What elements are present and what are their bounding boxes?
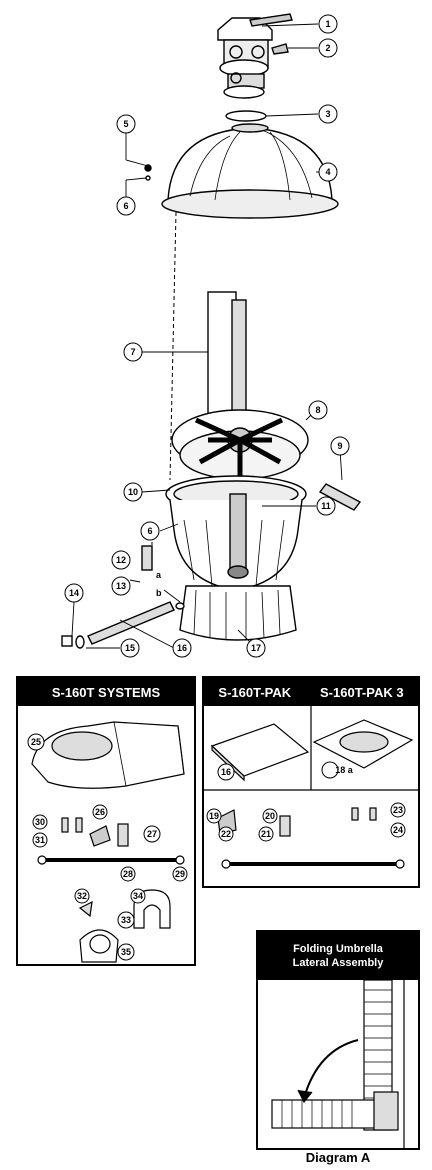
pak-parts: 16 18 a 19 20 23 22 21 24 (204, 706, 418, 869)
callout-label: 35 (121, 947, 131, 957)
callout: 20 (262, 808, 278, 824)
callout-label: 25 (31, 737, 41, 747)
umbrella-illustration (271, 980, 405, 1148)
callout-label: 6 (123, 201, 128, 211)
callout: 26 (92, 804, 108, 820)
callout: 8 (308, 400, 328, 420)
callout: 3 (318, 104, 338, 124)
callout-label: 9 (337, 441, 342, 451)
umbrella-box: Folding Umbrella Lateral Assembly (256, 930, 420, 1150)
callout-label: 22 (221, 829, 231, 839)
callout: 2 (318, 38, 338, 58)
callout-label: 6 (147, 526, 152, 536)
callout-label: 29 (175, 869, 185, 879)
callout-label: 4 (325, 167, 330, 177)
filter-base (179, 585, 297, 641)
callout: 33 (117, 911, 135, 929)
callout: 16 (217, 763, 235, 781)
callout-label: 26 (95, 807, 105, 817)
callout-label: 16 (177, 643, 187, 653)
callout: 12 (111, 550, 131, 570)
sublabel-a: a (156, 570, 162, 580)
multiport-valve (217, 13, 293, 99)
callout-label: 33 (121, 915, 131, 925)
sublabel-b: b (156, 588, 162, 598)
callout-label: 28 (123, 869, 133, 879)
callout: 27 (143, 825, 161, 843)
callout: 28 (120, 866, 136, 882)
umbrella-title-line2: Lateral Assembly (292, 957, 384, 969)
callout-label: 21 (261, 829, 271, 839)
callout-label: 32 (77, 891, 87, 901)
filter-tank (165, 475, 307, 591)
callout-label: 2 (325, 43, 330, 53)
callout-label: 17 (251, 643, 261, 653)
callout: 31 (32, 832, 48, 848)
leader-lines (71, 23, 343, 649)
pak-box: S-160T-PAK S-160T-PAK 3 16 18 a 19 20 23… (202, 676, 420, 888)
callout-label: 3 (325, 109, 330, 119)
callout-label: 11 (321, 501, 331, 511)
callout-label: 1 (325, 19, 330, 29)
callout: 11 (316, 496, 336, 516)
callout: 34 (130, 888, 146, 904)
callout: 35 (117, 943, 135, 961)
callout: 16 (172, 638, 192, 658)
lateral-assembly (171, 409, 309, 480)
filter-dome (161, 123, 339, 219)
callout: 30 (32, 814, 48, 830)
callout: 21 (258, 826, 274, 842)
systems-box-title: S-160T SYSTEMS (18, 678, 194, 706)
callout-label: 18 a (335, 765, 354, 775)
callout-label: 31 (35, 835, 45, 845)
callout-label: 20 (265, 811, 275, 821)
pak-title-right: S-160T-PAK 3 (320, 684, 404, 700)
callout: 6 (140, 521, 160, 541)
callout-label: 13 (116, 581, 126, 591)
systems-box: S-160T SYSTEMS 25 30 26 27 31 28 29 34 3… (16, 676, 196, 966)
callout-label: 27 (147, 829, 157, 839)
callout: 1 (318, 14, 338, 34)
callout: 17 (246, 638, 266, 658)
callout: 9 (330, 436, 350, 456)
callout-label: 16 (221, 767, 231, 777)
callout-label: 34 (133, 891, 143, 901)
umbrella-box-header: Folding Umbrella Lateral Assembly (258, 932, 418, 980)
callout-label: 15 (125, 643, 135, 653)
callout: 13 (111, 576, 131, 596)
callout: 19 (206, 808, 222, 824)
callout-label: 7 (130, 347, 135, 357)
callout: 29 (172, 866, 188, 882)
callout-label: 30 (35, 817, 45, 827)
umbrella-caption: Diagram A (305, 1150, 371, 1165)
callouts: 1 2 3 4 5 6 7 8 9 10 11 6 12 13 14 15 16… (64, 14, 350, 658)
callout-label: 23 (393, 805, 403, 815)
callout-label: 14 (69, 588, 79, 598)
callout: 23 (390, 802, 406, 818)
callout: 24 (390, 822, 406, 838)
callout: 7 (123, 342, 143, 362)
callout: 25 (27, 733, 45, 751)
callout: 18 a (321, 761, 354, 779)
callout-label: 19 (209, 811, 219, 821)
o-ring (225, 110, 267, 122)
systems-parts: 25 30 26 27 31 28 29 34 32 33 35 (27, 721, 188, 963)
umbrella-title-line1: Folding Umbrella (293, 943, 383, 955)
callout: 14 (64, 583, 84, 603)
callout: 6 (116, 196, 136, 216)
pak-box-header: S-160T-PAK S-160T-PAK 3 (204, 678, 418, 706)
pak-title-left: S-160T-PAK (218, 684, 292, 700)
callout: 15 (120, 638, 140, 658)
callout-label: 5 (123, 119, 128, 129)
callout: 10 (123, 482, 143, 502)
callout: 4 (318, 162, 338, 182)
callout-label: 8 (315, 405, 320, 415)
callout: 5 (116, 114, 136, 134)
callout: 22 (218, 826, 234, 842)
callout-label: 12 (116, 555, 126, 565)
callout-label: 24 (393, 825, 403, 835)
callout: 32 (74, 888, 90, 904)
callout-label: 10 (128, 487, 138, 497)
